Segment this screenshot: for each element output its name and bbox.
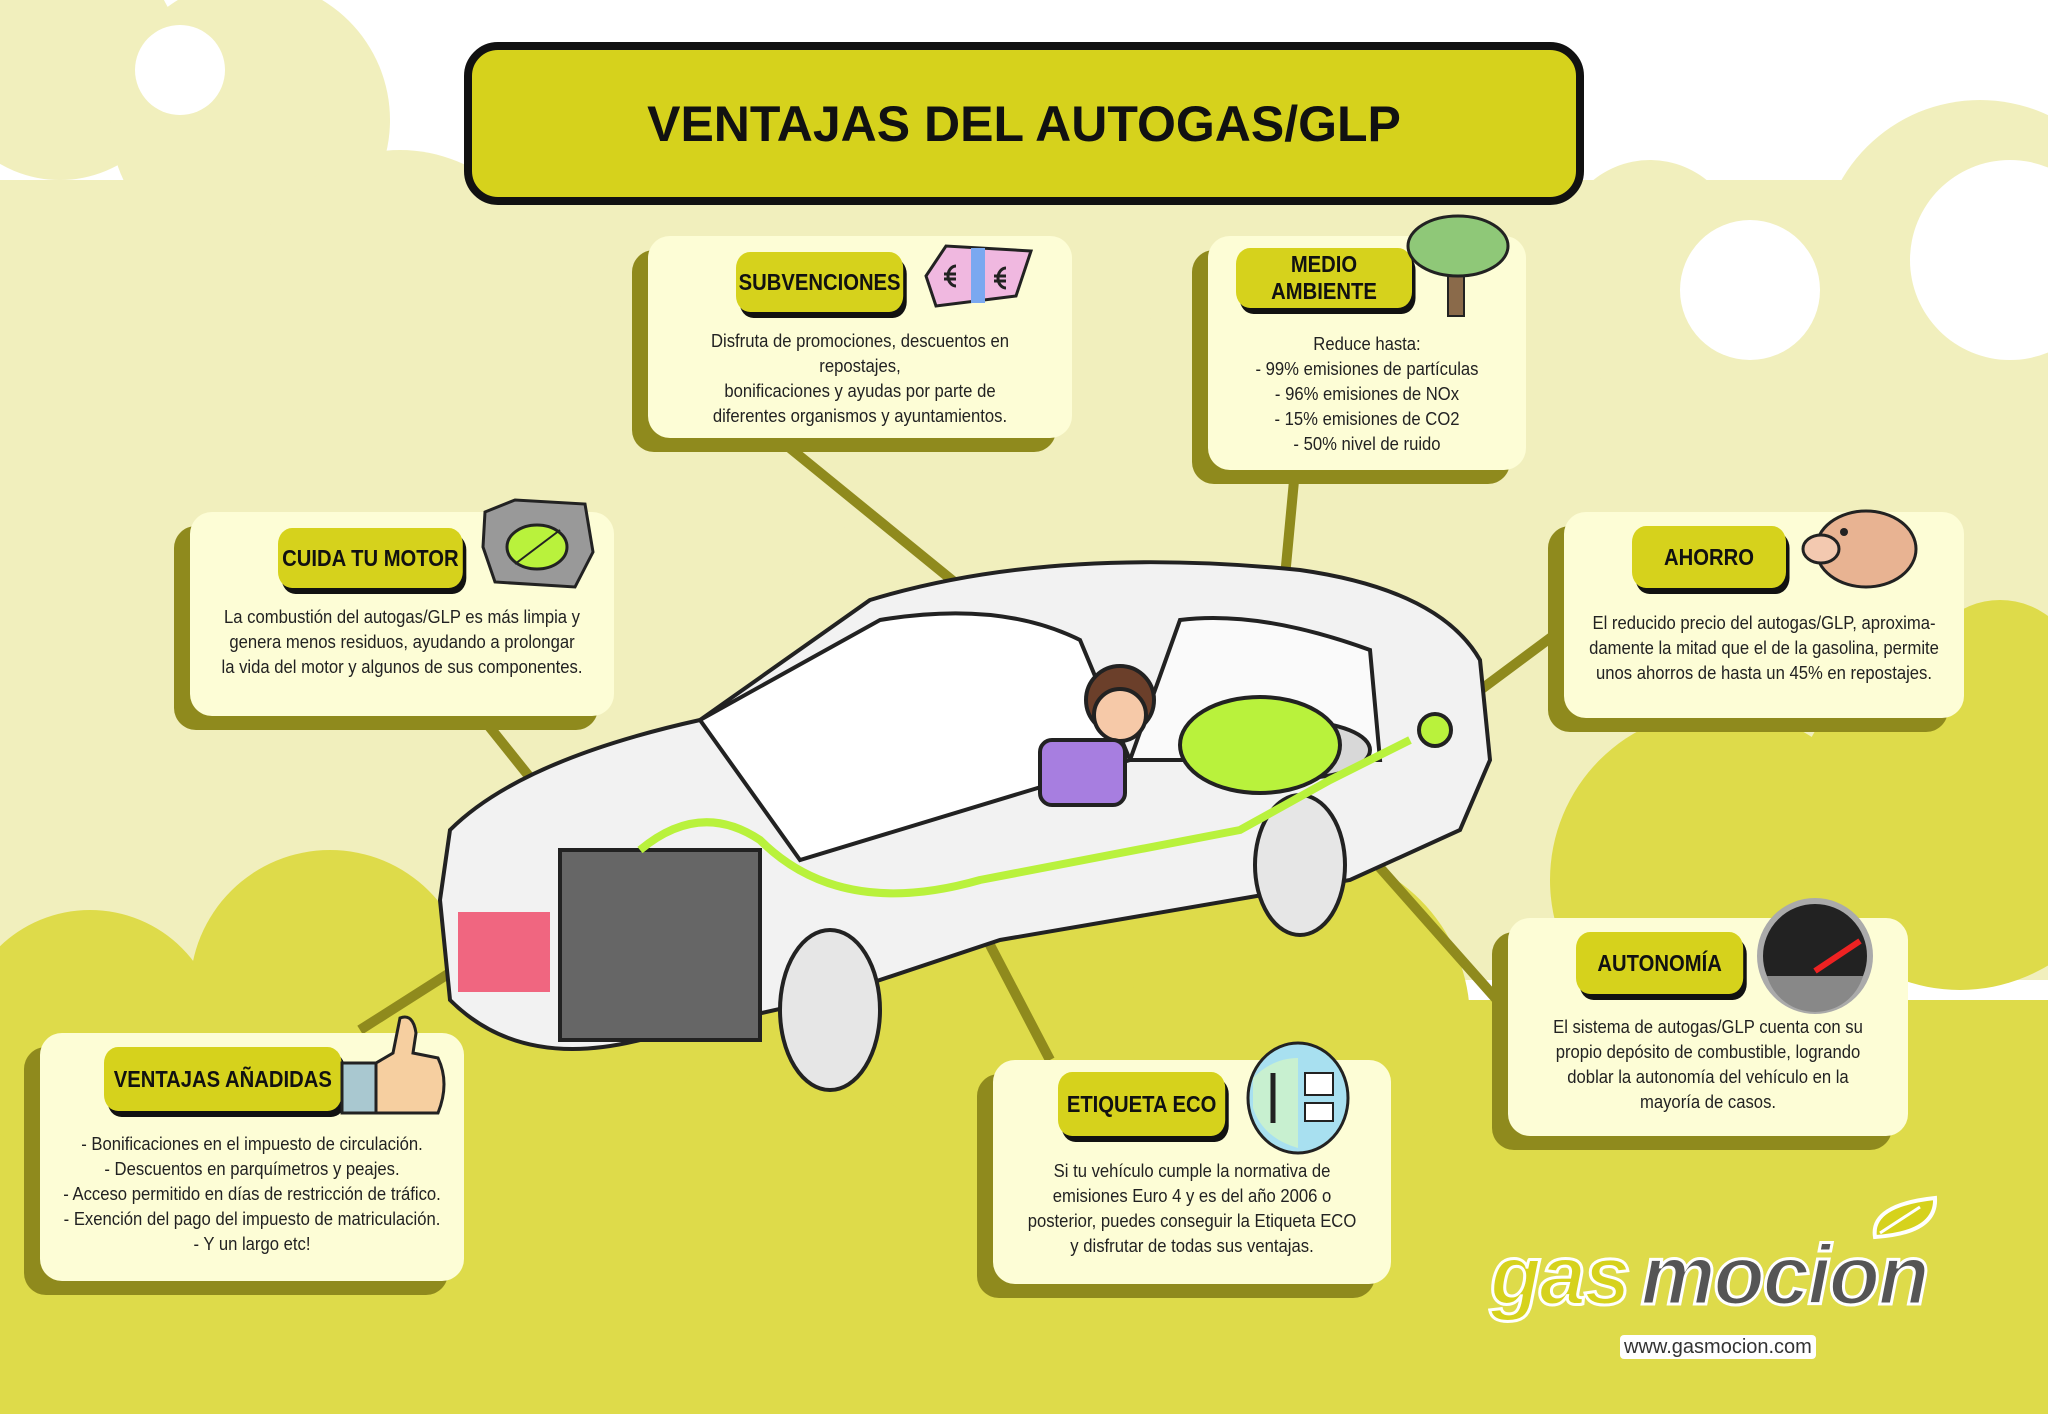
body-line: - Bonificaciones en el impuesto de circu… (81, 1133, 423, 1154)
logo-wordmark: gas mocion (1489, 1228, 1931, 1322)
gasmocion-logo: gas mocion www.gasmocion.com (1489, 1195, 1990, 1375)
body-line: damente la mitad que el de la gasolina, … (1589, 637, 1939, 658)
body-line: - Descuentos en parquímetros y peajes. (104, 1158, 400, 1179)
body-line: mayoría de casos. (1639, 1091, 1777, 1112)
body-line: diferentes organismos y ayuntamientos. (712, 405, 1008, 426)
card-subvenciones: SUBVENCIONES Disfruta de promociones, de… (648, 236, 1072, 438)
body-line: unos ahorros de hasta un 45% en repostaj… (1595, 662, 1933, 683)
body-line: Disfruta de promociones, descuentos en r… (710, 330, 1010, 376)
fuel-gauge-icon (1757, 898, 1873, 1014)
body-line: El sistema de autogas/GLP cuenta con su (1553, 1016, 1863, 1037)
body-line: genera menos residuos, ayudando a prolon… (229, 631, 575, 652)
logo-mocion: mocion (1639, 1228, 1931, 1322)
logo-gas: gas (1489, 1228, 1633, 1322)
body-line: La combustión del autogas/GLP es más lim… (223, 606, 581, 627)
body-line: Si tu vehículo cumple la normativa de (1053, 1160, 1331, 1181)
leaf-logo-icon (1872, 1195, 1938, 1240)
page-title: VENTAJAS DEL AUTOGAS/GLP (464, 42, 1584, 205)
card-autonomia: AUTONOMÍA El sistema de autogas/GLP cuen… (1508, 898, 1908, 1136)
logo-url[interactable]: www.gasmocion.com (1620, 1335, 1816, 1359)
card-heading: ETIQUETA ECO (1058, 1072, 1226, 1136)
leaf-engine-icon (481, 498, 595, 589)
body-line: - Acceso permitido en días de restricció… (63, 1183, 441, 1204)
money-icon (924, 244, 1034, 308)
tree-icon (1406, 214, 1510, 317)
card-medio-ambiente: MEDIO AMBIENTE Reduce hasta: - 99% emisi… (1208, 214, 1526, 470)
card-ahorro: AHORRO El reducido precio del autogas/GL… (1564, 509, 1964, 718)
body-line: emisiones Euro 4 y es del año 2006 o (1052, 1185, 1332, 1206)
body-line: Reduce hasta: (1313, 333, 1421, 354)
card-cuida-motor: CUIDA TU MOTOR La combustión del autogas… (190, 498, 614, 716)
body-line: - 96% emisiones de NOx (1274, 383, 1460, 404)
body-line: posterior, puedes conseguir la Etiqueta … (1027, 1210, 1357, 1231)
body-line: - Y un largo etc! (193, 1233, 311, 1254)
body-line: - 15% emisiones de CO2 (1274, 408, 1460, 429)
card-heading: MEDIO AMBIENTE (1236, 248, 1412, 308)
body-line: propio depósito de combustible, logrando (1555, 1041, 1861, 1062)
body-line: El reducido precio del autogas/GLP, apro… (1592, 612, 1936, 633)
body-line: doblar la autonomía del vehículo en la (1567, 1066, 1849, 1087)
thumbs-up-icon (340, 1015, 446, 1115)
body-line: y disfrutar de todas sus ventajas. (1070, 1235, 1314, 1256)
card-heading: VENTAJAS AÑADIDAS (104, 1047, 342, 1111)
card-heading: SUBVENCIONES (736, 252, 904, 312)
card-etiqueta-eco: ETIQUETA ECO Si tu vehículo cumple la no… (993, 1041, 1391, 1284)
body-line: bonificaciones y ayudas por parte de (724, 380, 996, 401)
body-line: - Exención del pago del impuesto de matr… (63, 1208, 441, 1229)
card-heading: AHORRO (1632, 526, 1786, 588)
body-line: - 50% nivel de ruido (1293, 433, 1441, 454)
card-heading: CUIDA TU MOTOR (278, 528, 463, 588)
card-ventajas-anadidas: VENTAJAS AÑADIDAS - Bonificaciones en el… (40, 1015, 464, 1281)
car-illustration (437, 560, 1493, 1092)
body-line: - 99% emisiones de partículas (1255, 358, 1479, 379)
body-line: la vida del motor y algunos de sus compo… (221, 656, 583, 677)
piggy-bank-icon (1801, 509, 1918, 589)
eco-label-icon (1246, 1041, 1350, 1155)
card-heading: AUTONOMÍA (1576, 932, 1744, 994)
